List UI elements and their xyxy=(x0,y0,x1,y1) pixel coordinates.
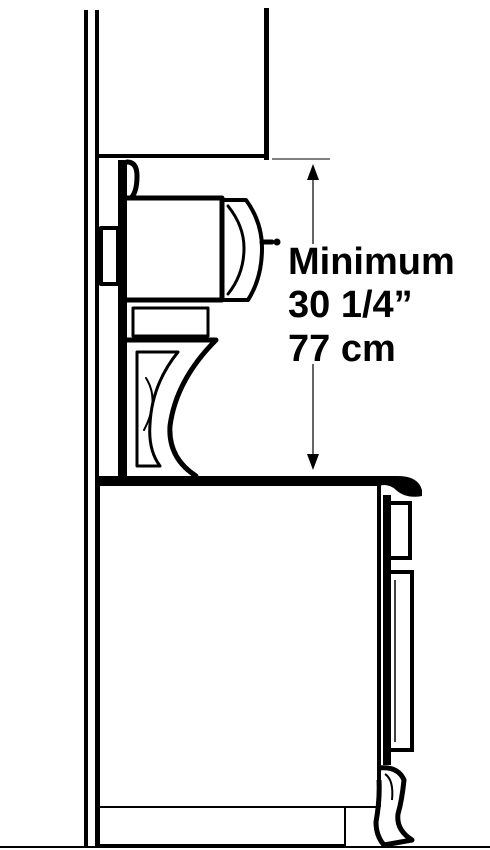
oven-door xyxy=(383,495,414,765)
dimension-label-inches: 30 1/4” xyxy=(288,284,413,326)
wall xyxy=(84,10,99,848)
dimension-label-minimum: Minimum xyxy=(288,241,455,283)
oven-handle-icon xyxy=(391,570,414,752)
range-body xyxy=(98,484,381,846)
range-foot xyxy=(373,765,415,848)
arrow-up-icon xyxy=(307,164,319,180)
control-knob-icon xyxy=(391,501,412,560)
arrow-down-icon xyxy=(307,454,319,470)
range-cooktop xyxy=(99,476,422,497)
minimum-clearance-dimension-line xyxy=(272,158,330,470)
range-backguard-hutch xyxy=(99,159,281,479)
dimension-label-cm: 77 cm xyxy=(288,328,396,370)
upper-cabinet xyxy=(99,8,269,160)
